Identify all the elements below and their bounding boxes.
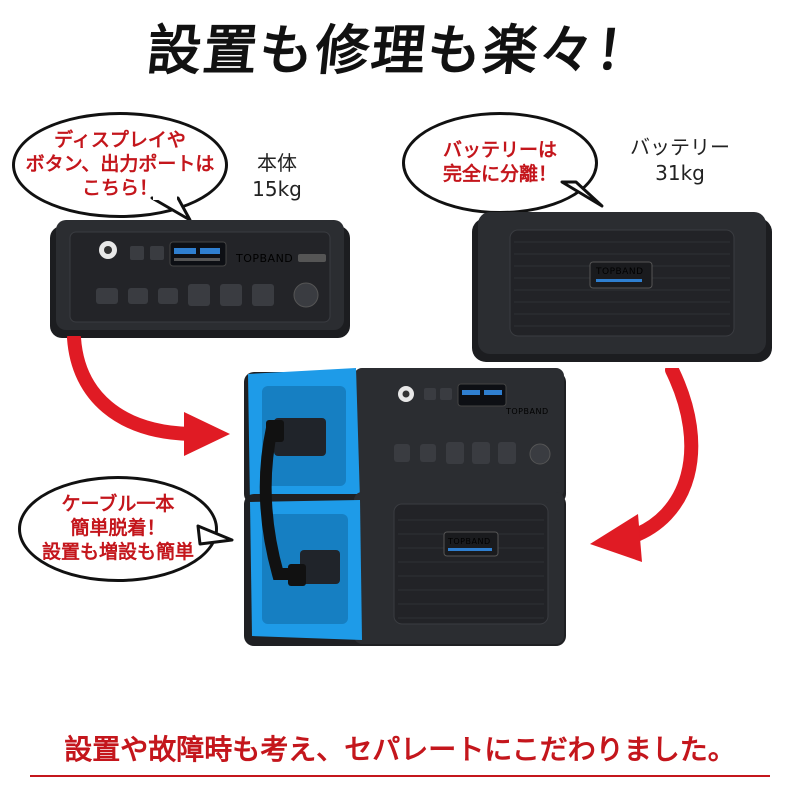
bubble-cable-text: ケーブル一本 簡単脱着！ 設置も増設も簡単 (41, 493, 194, 563)
stacked-brand-top: TOPBAND (505, 407, 549, 416)
arrow-left-icon (67, 336, 230, 456)
headline: 設置も修理も楽々！ (144, 19, 655, 82)
stacked-brand-bottom: TOPBAND (447, 537, 491, 546)
footer-underline (30, 775, 770, 777)
bubble-display-ports-text: ディスプレイや ボタン、出力ポートは こちら！ (25, 129, 215, 199)
footer-caption: 設置や故障時も考え、セパレートにこだわりました。 (64, 733, 736, 766)
battery-image: TOPBAND (472, 212, 772, 362)
bubble-display-ports: ディスプレイや ボタン、出力ポートは こちら！ (12, 112, 228, 218)
bubble-battery-separate-tail (560, 180, 604, 208)
arrow-right-icon (590, 368, 699, 562)
battery-label: バッテリー 31kg (630, 135, 730, 185)
bubble-display-ports-tail (150, 196, 192, 222)
main-unit-brand: TOPBAND (235, 252, 293, 265)
stacked-unit-image: TOPBAND TOPBAND (244, 368, 566, 646)
battery-brand: TOPBAND (595, 267, 644, 277)
main-unit-label: 本体 15kg (252, 151, 302, 201)
bubble-cable-tail (196, 524, 234, 546)
bubble-battery-separate-text: バッテリーは 完全に分離！ (442, 139, 557, 185)
bubble-cable: ケーブル一本 簡単脱着！ 設置も増設も簡単 (18, 476, 218, 582)
main-unit-image: TOPBAND (50, 220, 350, 338)
